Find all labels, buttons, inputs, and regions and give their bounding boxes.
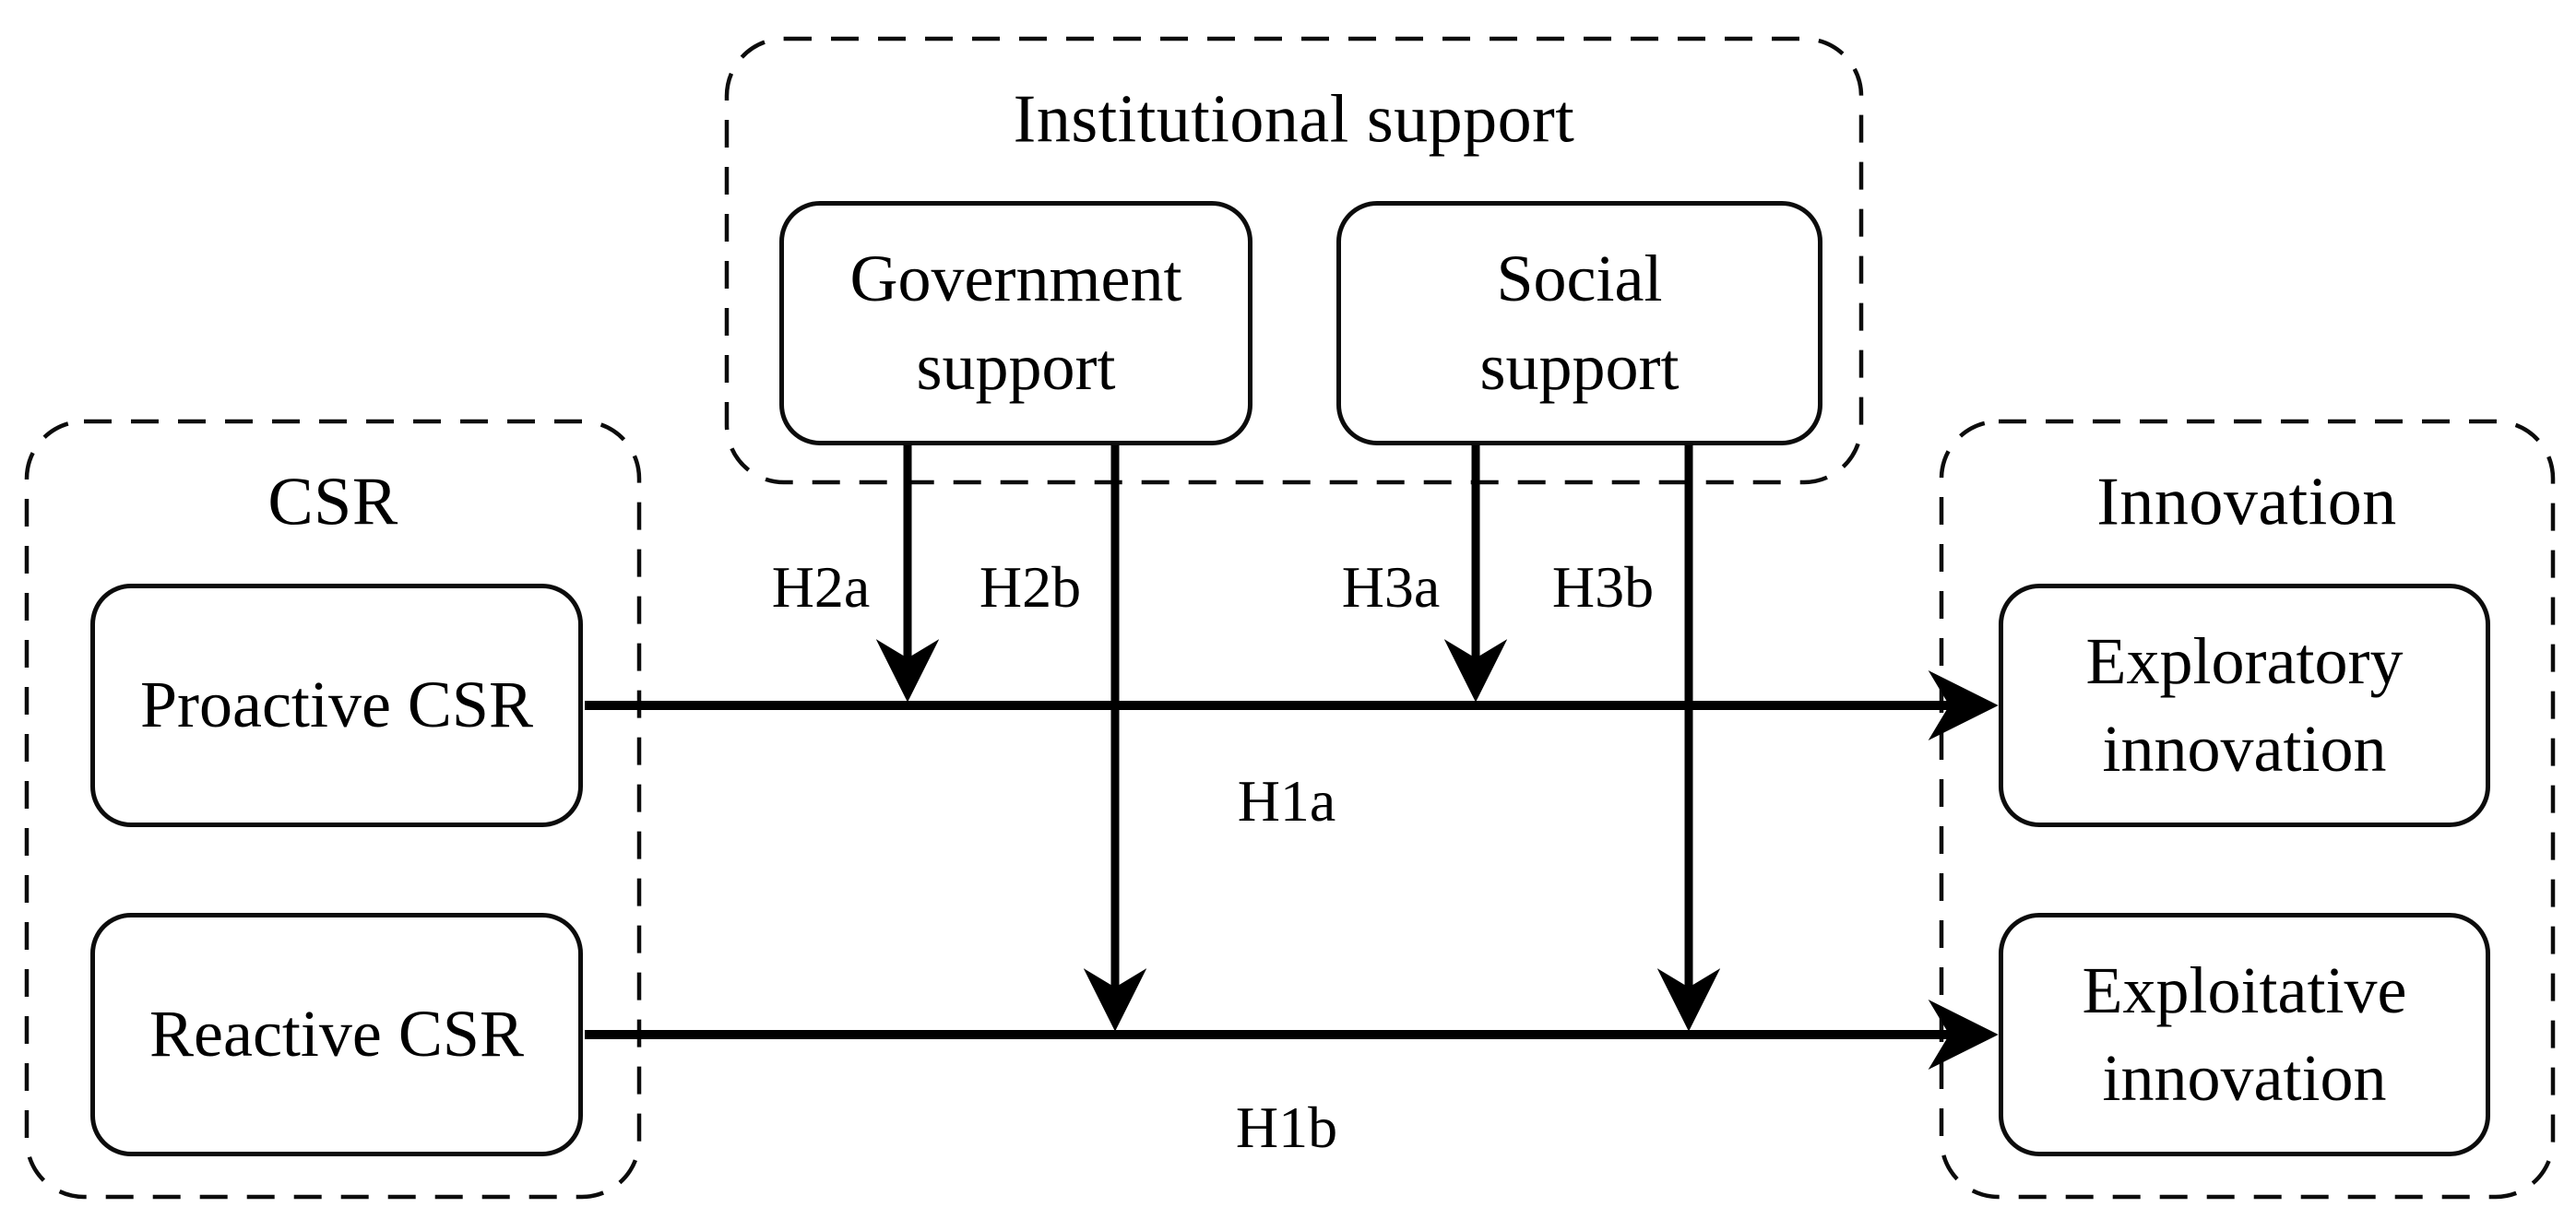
node-social-support: Social support xyxy=(1336,201,1822,445)
innovation-group-title: Innovation xyxy=(2096,464,2397,540)
hypothesis-label-h2a: H2a xyxy=(771,554,871,620)
node-reactive-csr: Reactive CSR xyxy=(90,913,583,1156)
csr-group-title: CSR xyxy=(267,464,398,540)
institutional-support-group-title: Institutional support xyxy=(1013,81,1575,158)
node-reactive-csr-label: Reactive CSR xyxy=(149,997,524,1071)
institutional-support-group-outline xyxy=(724,36,1864,485)
node-exploitative-innovation: Exploitative innovation xyxy=(1999,913,2490,1156)
hypothesis-label-h3a: H3a xyxy=(1341,554,1441,620)
node-social-support-label: Social support xyxy=(1479,242,1680,404)
hypothesis-label-h1b: H1b xyxy=(1235,1095,1338,1160)
hypothesis-label-h2b: H2b xyxy=(979,554,1082,620)
innovation-group-outline xyxy=(1939,419,2556,1200)
node-government-support: Government support xyxy=(779,201,1252,445)
node-proactive-csr: Proactive CSR xyxy=(90,584,583,827)
node-exploitative-innovation-label: Exploitative innovation xyxy=(2082,953,2407,1115)
csr-group-outline xyxy=(24,419,642,1200)
node-government-support-label: Government support xyxy=(849,242,1182,404)
node-exploratory-innovation: Exploratory innovation xyxy=(1999,584,2490,827)
node-exploratory-innovation-label: Exploratory innovation xyxy=(2085,623,2404,786)
hypothesis-label-h1a: H1a xyxy=(1237,768,1336,834)
hypothesis-label-h3b: H3b xyxy=(1551,554,1655,620)
node-proactive-csr-label: Proactive CSR xyxy=(140,668,533,742)
